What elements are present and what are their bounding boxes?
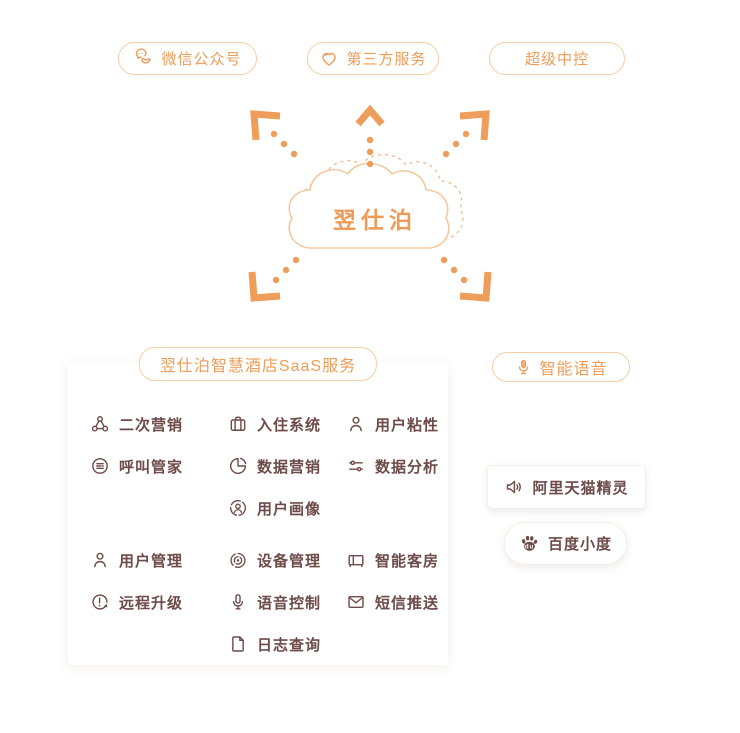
pie-chart-icon [229, 457, 247, 475]
arrow-up-right [442, 130, 470, 158]
card-label: 阿里天猫精灵 [532, 479, 629, 497]
bed-icon [348, 554, 364, 568]
saas-item-data-marketing: 数据营销 [228, 456, 346, 477]
saas-item-secondary-marketing: 二次营销 [90, 414, 228, 435]
user-icon [350, 416, 362, 432]
badge-label: 超级中控 [524, 51, 589, 68]
saas-item-label: 用户画像 [257, 500, 322, 518]
badge-label: 微信公众号 [161, 51, 242, 68]
saas-item-label: 用户粘性 [375, 416, 440, 434]
share-nodes-icon [91, 416, 109, 432]
saas-item-voice-control: 语音控制 [228, 592, 346, 613]
arrow-down-right-head [459, 271, 492, 302]
saas-item-label: 日志查询 [257, 636, 322, 654]
microphone-icon [232, 594, 244, 610]
update-clock-icon [92, 594, 108, 610]
arrow-down-right [440, 256, 468, 284]
badge-super-control: 超级中控 [489, 42, 625, 75]
saas-item-label: 远程升级 [119, 594, 184, 612]
saas-item-label: 入住系统 [257, 416, 322, 434]
user-icon [94, 552, 106, 568]
saas-item-label: 智能客房 [375, 552, 440, 570]
saas-panel: 翌仕泊智慧酒店SaaS服务 二次营销 入住系统 用户 [68, 347, 448, 665]
arrow-up-right-head [459, 110, 490, 141]
saas-item-label: 数据分析 [375, 458, 440, 476]
card-label: 百度小度 [547, 536, 612, 553]
cloud-outline-dashed [302, 153, 464, 240]
list-circle-icon [92, 458, 108, 474]
saas-panel-title: 翌仕泊智慧酒店SaaS服务 [138, 347, 378, 381]
mail-icon [348, 595, 364, 609]
saas-item-smart-room: 智能客房 [346, 550, 448, 571]
saas-item-label: 设备管理 [257, 552, 322, 570]
arrow-down-left [272, 256, 300, 284]
arrow-up-left [270, 130, 298, 158]
saas-item-label: 呼叫管家 [119, 458, 184, 476]
saas-item-label: 二次营销 [119, 416, 184, 434]
cloud-brand-label: 翌仕泊 [333, 207, 417, 233]
card-tmall-genie: 阿里天猫精灵 [487, 465, 646, 509]
saas-grid-group-1: 二次营销 入住系统 用户粘性 呼叫管家 [90, 403, 448, 529]
baidu-paw-icon: du [521, 535, 538, 551]
document-icon [232, 636, 244, 652]
avatar-circle-icon [229, 499, 247, 517]
saas-item-call-butler: 呼叫管家 [90, 456, 228, 477]
saas-item-user-management: 用户管理 [90, 550, 228, 571]
badge-label: 第三方服务 [346, 51, 427, 68]
radar-icon [230, 552, 246, 569]
sliders-icon [349, 460, 363, 472]
saas-item-remote-upgrade: 远程升级 [90, 592, 228, 613]
arrow-up-left-head [250, 110, 281, 141]
arrow-up [366, 136, 374, 168]
saas-item-device-management: 设备管理 [228, 550, 346, 571]
arrow-up-head [355, 104, 385, 127]
microphone-lines-icon [519, 359, 529, 374]
card-baidu-xiaodu: du 百度小度 [504, 522, 627, 565]
arrow-down-left-head [248, 271, 281, 302]
saas-item-label: 短信推送 [375, 594, 440, 612]
svg-text:du: du [525, 543, 534, 550]
saas-item-label: 数据营销 [257, 458, 322, 476]
saas-item-checkin-system: 入住系统 [228, 414, 346, 435]
wechat-icon [136, 48, 152, 64]
badge-wechat-official: 微信公众号 [118, 42, 257, 75]
badge-smart-voice: 智能语音 [492, 352, 630, 382]
speaker-icon [507, 480, 522, 494]
badge-label: 智能语音 [539, 361, 608, 378]
saas-grid-group-2: 用户管理 设备管理 智能客房 [90, 539, 448, 665]
heart-icon [322, 52, 337, 66]
saas-item-user-profile: 用户画像 [228, 498, 346, 519]
saas-item-data-analysis: 数据分析 [346, 456, 448, 477]
saas-item-log-query: 日志查询 [228, 634, 346, 655]
cloud-and-arrows-graphic [248, 104, 492, 302]
badge-third-party-service: 第三方服务 [307, 42, 439, 75]
saas-item-sms-push: 短信推送 [346, 592, 448, 613]
suitcase-icon [230, 416, 246, 431]
saas-item-user-stickiness: 用户粘性 [346, 414, 448, 435]
saas-item-label: 用户管理 [119, 552, 184, 570]
saas-item-label: 语音控制 [257, 594, 322, 612]
